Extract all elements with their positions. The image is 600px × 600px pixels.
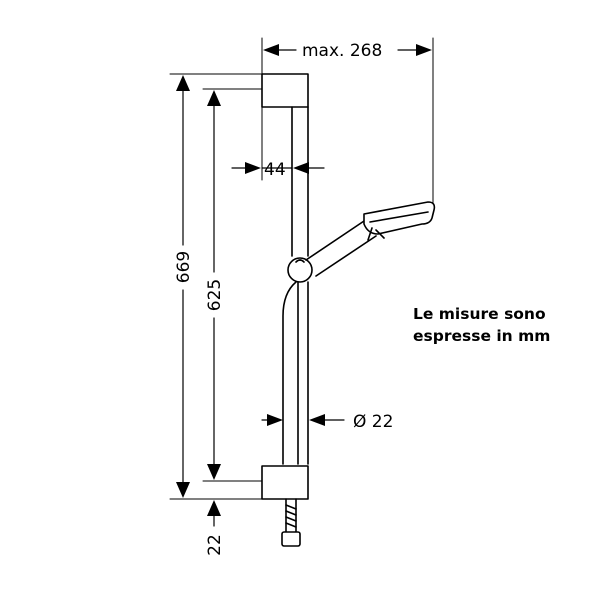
units-note: Le misure sono espresse in mm xyxy=(413,303,550,347)
shower-rail xyxy=(282,106,309,465)
bottom-bracket xyxy=(261,465,309,500)
arrowhead xyxy=(176,482,190,498)
dim-rail-height: 625 xyxy=(205,279,225,311)
hand-shower-head xyxy=(363,201,436,235)
arrowhead xyxy=(263,44,279,56)
top-bracket xyxy=(261,73,309,108)
arrowhead xyxy=(207,500,221,516)
hose-connector xyxy=(281,498,301,547)
hand-shower-handle xyxy=(305,216,377,277)
arrowhead xyxy=(416,44,432,56)
dim-bar-diameter: Ø 22 xyxy=(353,412,393,432)
dim-bottom-offset: 22 xyxy=(205,534,225,556)
units-note-line2: espresse in mm xyxy=(413,327,551,345)
units-note-line1: Le misure sono xyxy=(413,305,546,323)
dim-total-height: 669 xyxy=(174,251,194,283)
arrowhead xyxy=(309,414,325,426)
arrowhead xyxy=(176,75,190,91)
arrowhead xyxy=(207,90,221,106)
dim-bracket-width: 44 xyxy=(264,160,286,180)
slider-knob xyxy=(287,257,313,283)
arrowhead xyxy=(267,414,283,426)
arrowhead xyxy=(245,162,261,174)
dim-max-width: max. 268 xyxy=(302,41,382,61)
arrowhead xyxy=(293,162,309,174)
arrowhead xyxy=(207,464,221,480)
